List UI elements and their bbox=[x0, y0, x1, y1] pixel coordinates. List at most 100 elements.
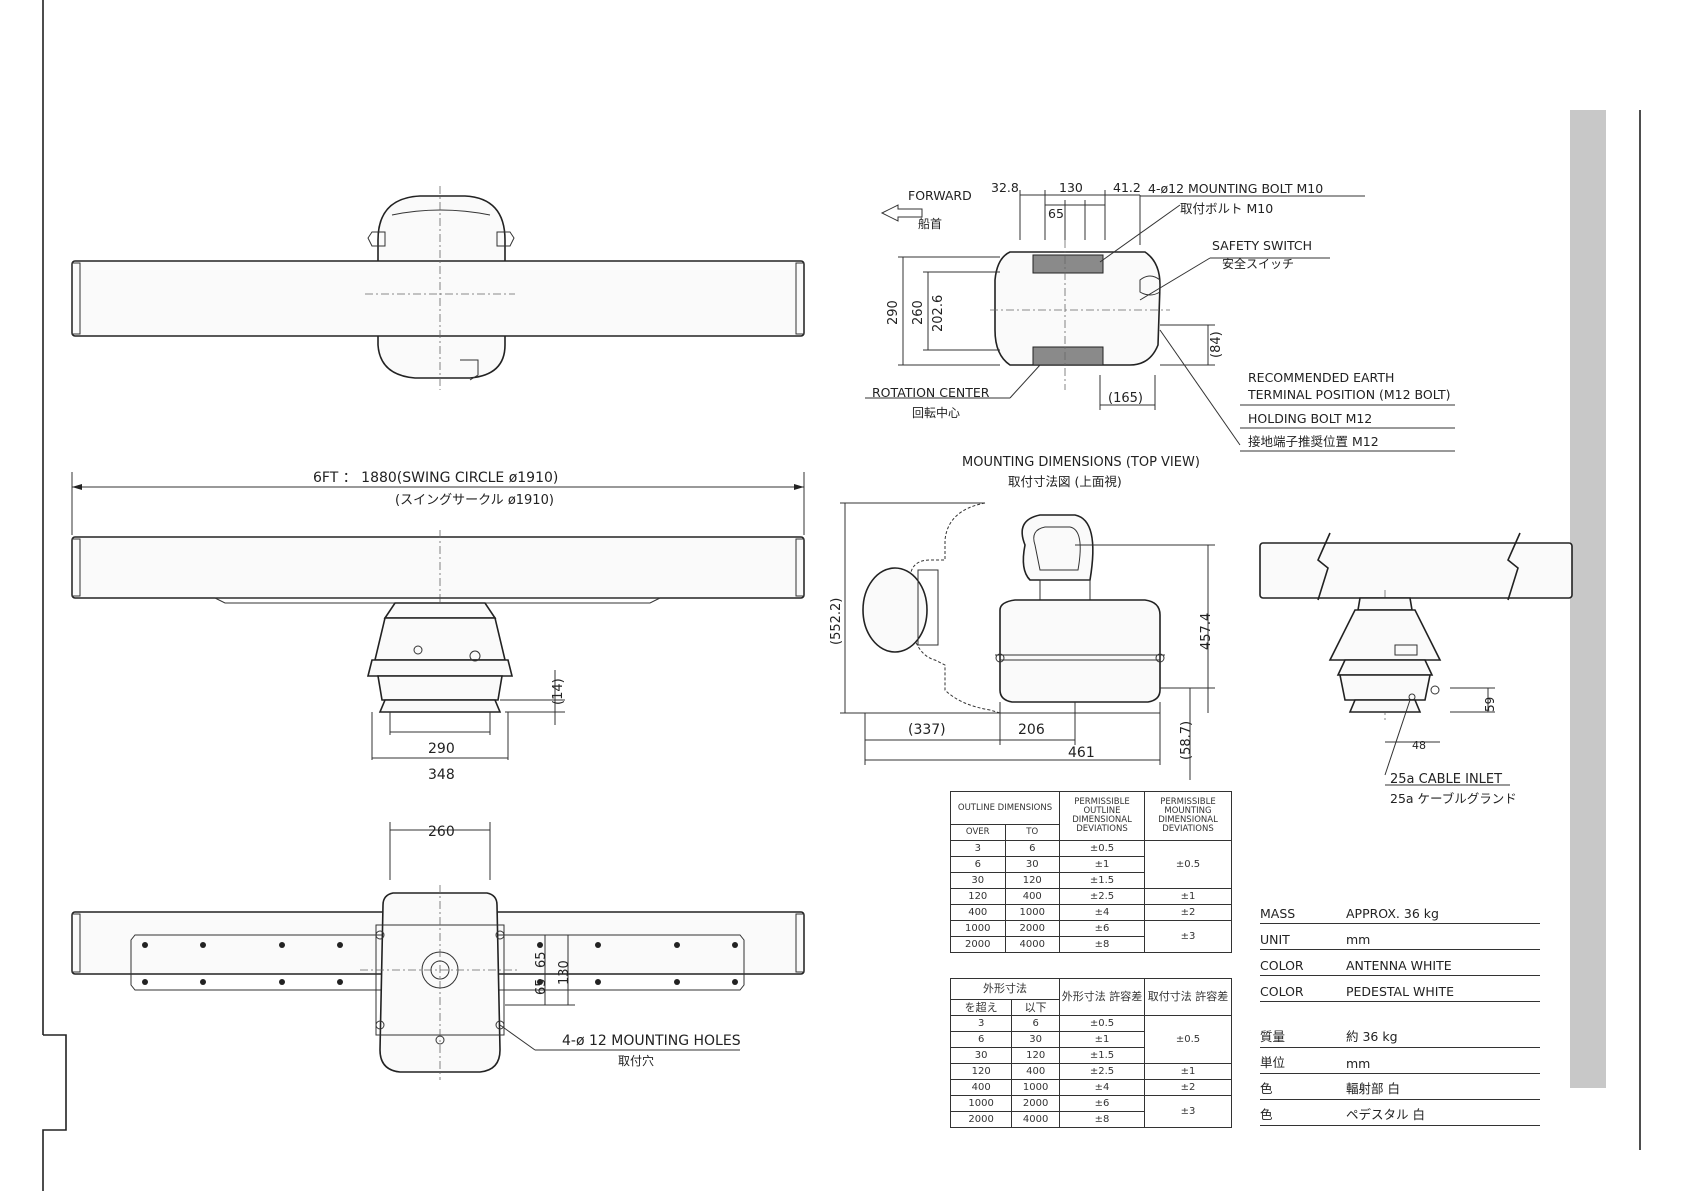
spec-value: mm bbox=[1346, 932, 1371, 947]
th-mount-dev: PERMISSIBLE MOUNTING DIMENSIONAL DEVIATI… bbox=[1144, 791, 1232, 841]
th-mount-dev-jp: 取付寸法 許容差 bbox=[1144, 978, 1232, 1016]
holding-bolt-label: HOLDING BOLT M12 bbox=[1248, 411, 1372, 426]
spec-value: ペデスタル 白 bbox=[1346, 1107, 1425, 1122]
spec-row-antenna-color: COLOR ANTENNA WHITE bbox=[1260, 950, 1540, 976]
table-cell: 4000 bbox=[1011, 1111, 1060, 1128]
table-cell: 1000 bbox=[950, 920, 1006, 937]
tolerance-table-en: OUTLINE DIMENSIONS PERMISSIBLE OUTLINE D… bbox=[950, 791, 1232, 953]
table-cell: ±3 bbox=[1144, 1095, 1232, 1128]
table-cell: 400 bbox=[950, 904, 1006, 921]
spec-key: 質量 bbox=[1260, 1029, 1286, 1044]
hole-spacing-dim: 130 bbox=[557, 960, 572, 985]
table-cell: 400 bbox=[1011, 1063, 1060, 1080]
table-cell: 6 bbox=[949, 1031, 1013, 1048]
dim-32-8: 32.8 bbox=[991, 180, 1019, 195]
spec-value: 輻射部 白 bbox=[1346, 1081, 1400, 1096]
dim-58-7: (58.7) bbox=[1179, 721, 1194, 760]
dim-457-4: 457.4 bbox=[1199, 613, 1214, 650]
table-cell: 3 bbox=[950, 840, 1006, 857]
foot-height-dim: (14) bbox=[551, 678, 566, 705]
spec-value: ANTENNA WHITE bbox=[1346, 958, 1452, 973]
spec-value: mm bbox=[1346, 1056, 1371, 1071]
table-cell: 2000 bbox=[950, 936, 1006, 953]
table-cell: ±0.5 bbox=[1144, 840, 1232, 889]
table-cell: ±1.5 bbox=[1059, 1047, 1145, 1064]
gray-margin-band bbox=[1570, 110, 1606, 1088]
table-cell: 2000 bbox=[949, 1111, 1013, 1128]
table-cell: 120 bbox=[1004, 872, 1060, 889]
table-cell: 30 bbox=[949, 1047, 1013, 1064]
table-cell: ±2.5 bbox=[1059, 1063, 1145, 1080]
earth-jp-label: 接地端子推奨位置 M12 bbox=[1248, 434, 1379, 449]
th-outline-dev: PERMISSIBLE OUTLINE DIMENSIONAL DEVIATIO… bbox=[1059, 791, 1145, 841]
table-cell: 3 bbox=[949, 1015, 1013, 1032]
forward-label: FORWARD bbox=[908, 188, 972, 203]
table-cell: 400 bbox=[1004, 888, 1060, 905]
spec-key: 色 bbox=[1260, 1107, 1273, 1122]
table-cell: ±1 bbox=[1144, 888, 1232, 905]
table-cell: 30 bbox=[950, 872, 1006, 889]
table-cell: 2000 bbox=[1004, 920, 1060, 937]
spec-row-unit-jp: 単位 mm bbox=[1260, 1048, 1540, 1074]
spec-key: 単位 bbox=[1260, 1055, 1286, 1070]
overall-length-label: 6FT ： 1880(SWING CIRCLE ø1910) bbox=[313, 470, 558, 486]
table-cell: 6 bbox=[1011, 1015, 1060, 1032]
table-cell: ±1.5 bbox=[1059, 872, 1145, 889]
base-inner-dim: 290 bbox=[428, 741, 455, 757]
table-cell: 1000 bbox=[1011, 1079, 1060, 1096]
spec-row-unit: UNIT mm bbox=[1260, 924, 1540, 950]
table-cell: 400 bbox=[949, 1079, 1013, 1096]
spec-key: COLOR bbox=[1260, 958, 1304, 973]
front-elevation-view bbox=[71, 472, 805, 760]
th-outline-jp: 外形寸法 bbox=[950, 978, 1060, 1000]
spec-key: UNIT bbox=[1260, 932, 1290, 947]
mounting-bolt-label: 4-ø12 MOUNTING BOLT M10 bbox=[1148, 181, 1323, 196]
dim-202-6: 202.6 bbox=[931, 295, 946, 332]
table-cell: ±8 bbox=[1059, 936, 1145, 953]
table-cell: 30 bbox=[1011, 1031, 1060, 1048]
table-cell: 120 bbox=[950, 888, 1006, 905]
base-outer-dim: 348 bbox=[428, 767, 455, 783]
spec-row-pedestal-color-jp: 色 ペデスタル 白 bbox=[1260, 1100, 1540, 1126]
rear-elevation-view bbox=[1259, 532, 1573, 786]
spec-row-pedestal-color: COLOR PEDESTAL WHITE bbox=[1260, 976, 1540, 1002]
earth-label-line2: TERMINAL POSITION (M12 BOLT) bbox=[1247, 387, 1451, 402]
table-cell: ±2.5 bbox=[1059, 888, 1145, 905]
top-view-caption: MOUNTING DIMENSIONS (TOP VIEW) bbox=[962, 455, 1200, 470]
cable-inlet-label: 25a CABLE INLET bbox=[1390, 772, 1502, 787]
cable-inlet-jp-label: 25a ケーブルグランド bbox=[1390, 791, 1517, 806]
table-cell: ±4 bbox=[1059, 1079, 1145, 1096]
table-cell: 2000 bbox=[1011, 1095, 1060, 1112]
side-view-labels: (552.2) 457.4 (337) 206 461 (58.7) bbox=[829, 598, 1214, 761]
dim-461: 461 bbox=[1068, 745, 1095, 761]
table-cell: ±8 bbox=[1059, 1111, 1145, 1128]
spec-value: APPROX. 36 kg bbox=[1346, 906, 1439, 921]
table-cell: 4000 bbox=[1004, 936, 1060, 953]
spec-key: COLOR bbox=[1260, 984, 1304, 999]
mounting-holes-jp-label: 取付穴 bbox=[618, 1053, 654, 1068]
table-cell: 120 bbox=[1011, 1047, 1060, 1064]
mounting-top-view-labels: FORWARD 船首 32.8 130 41.2 65 4-ø12 MOUNTI… bbox=[872, 180, 1451, 489]
rear-view-labels: 59 48 25a CABLE INLET 25a ケーブルグランド bbox=[1390, 697, 1517, 806]
spec-row-antenna-color-jp: 色輻射部 白 bbox=[1260, 1074, 1540, 1100]
spec-row-mass-jp: 質量約 36 kg bbox=[1260, 1022, 1540, 1048]
table-cell: ±1 bbox=[1059, 856, 1145, 873]
spec-value: PEDESTAL WHITE bbox=[1346, 984, 1455, 999]
th-outline-dev-jp: 外形寸法 許容差 bbox=[1059, 978, 1145, 1016]
rotation-center-label: ROTATION CENTER bbox=[872, 385, 990, 400]
safety-switch-jp-label: 安全スイッチ bbox=[1222, 256, 1294, 271]
safety-switch-label: SAFETY SWITCH bbox=[1212, 238, 1312, 253]
dim-165: (165) bbox=[1108, 391, 1143, 406]
